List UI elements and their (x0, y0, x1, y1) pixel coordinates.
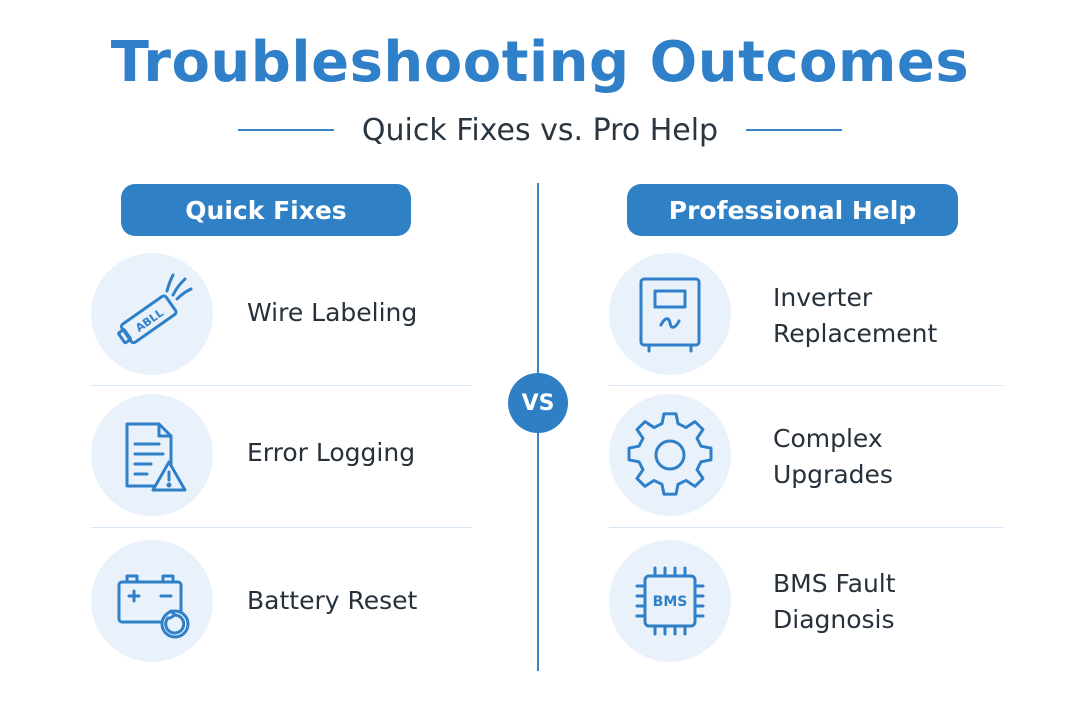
inverter-icon (609, 253, 731, 375)
bms-chip-text: BMS (653, 594, 688, 610)
label-line: Inverter (773, 283, 873, 312)
subtitle-left-rule (237, 129, 334, 131)
error-logging-label: Error Logging (247, 438, 416, 467)
label-line: Replacement (773, 319, 938, 348)
row-separator (91, 527, 472, 528)
professional-help-heading: Professional Help (627, 184, 958, 236)
battery-reset-icon (91, 540, 213, 662)
label-line: Diagnosis (773, 605, 895, 634)
complex-upgrades-label: Complex Upgrades (773, 421, 893, 493)
bms-fault-diagnosis-label: BMS Fault Diagnosis (773, 566, 896, 638)
label-line: Upgrades (773, 460, 893, 489)
inverter-replacement-label: Inverter Replacement (773, 280, 937, 352)
page-subtitle: Quick Fixes vs. Pro Help (361, 112, 719, 148)
quick-fixes-heading: Quick Fixes (121, 184, 411, 236)
error-log-icon (91, 394, 213, 516)
gear-icon (609, 394, 731, 516)
battery-reset-label: Battery Reset (247, 586, 418, 615)
row-separator (609, 385, 1003, 386)
row-separator (91, 385, 472, 386)
wire-labeling-label: Wire Labeling (247, 298, 418, 327)
label-line: BMS Fault (773, 569, 896, 598)
wire-label-icon: ABLL (91, 253, 213, 375)
bms-chip-icon: BMS (609, 540, 731, 662)
page-title: Troubleshooting Outcomes (110, 30, 970, 95)
vs-badge: VS (508, 373, 568, 433)
label-line: Complex (773, 424, 883, 453)
subtitle-row: Quick Fixes vs. Pro Help (0, 108, 1080, 152)
row-separator (609, 527, 1003, 528)
subtitle-right-rule (746, 129, 843, 131)
